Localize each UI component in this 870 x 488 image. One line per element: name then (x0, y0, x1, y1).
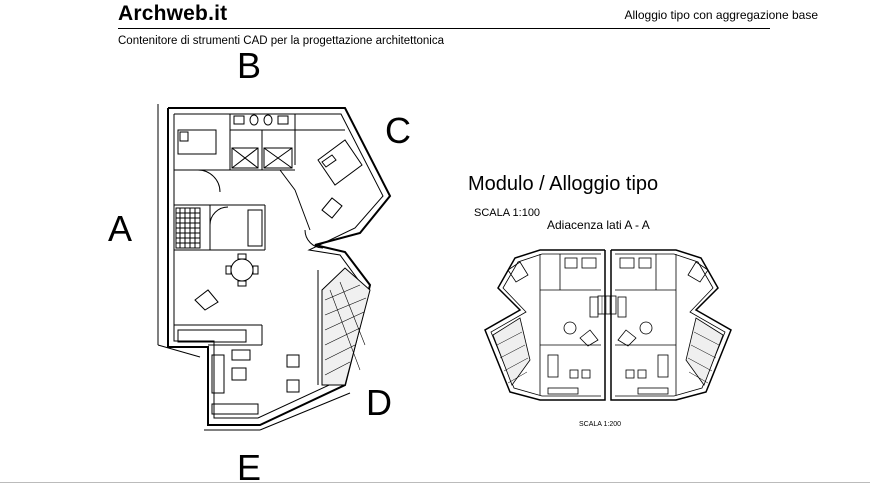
scale-label-small: SCALA 1:200 (579, 421, 622, 428)
page-subtitle: Contenitore di strumenti CAD per la prog… (118, 35, 445, 47)
scale-label-main: SCALA 1:100 (474, 207, 541, 219)
side-label-b: B (237, 45, 262, 86)
page-title: Alloggio tipo con aggregazione base (624, 8, 818, 22)
bottom-divider (0, 482, 870, 483)
side-label-a: A (108, 208, 133, 249)
brand-logo[interactable]: Archweb.it (118, 2, 228, 25)
side-label-c: C (385, 110, 411, 151)
adjacency-label: Adiacenza lati A - A (547, 218, 650, 232)
header-divider (118, 28, 770, 29)
module-title: Modulo / Alloggio tipo (468, 173, 659, 195)
plan-outer-wall (167, 107, 392, 426)
side-label-d: D (366, 382, 392, 423)
side-label-e: E (237, 447, 262, 488)
